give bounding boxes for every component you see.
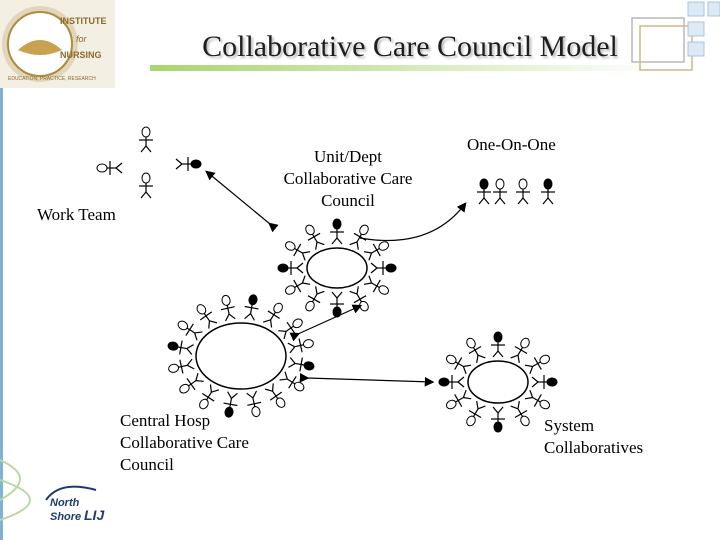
unit-council-label-line: Unit/Dept	[314, 147, 382, 166]
person-icon	[166, 337, 195, 358]
system-collaboratives-label: System Collaboratives	[544, 415, 643, 459]
person-icon	[523, 387, 554, 414]
person-icon	[515, 178, 531, 205]
svg-text:INSTITUTE: INSTITUTE	[60, 16, 107, 26]
person-icon	[300, 284, 327, 315]
person-icon	[508, 399, 535, 430]
person-icon	[174, 316, 205, 343]
work-team-to-unit-arrow	[205, 170, 279, 233]
person-icon	[217, 293, 238, 323]
system-collaboratives-label-line: System	[544, 416, 595, 435]
person-icon	[277, 260, 304, 276]
person-icon	[347, 221, 374, 252]
person-icon	[461, 334, 488, 365]
person-icon	[242, 293, 262, 322]
work-team-group	[96, 126, 202, 199]
person-icon	[260, 299, 288, 330]
one-on-one-label: One-On-One	[467, 135, 556, 154]
svg-text:North: North	[50, 497, 80, 509]
system-council-ring	[438, 331, 558, 433]
person-icon	[175, 156, 202, 172]
svg-text:NURSING: NURSING	[60, 50, 102, 60]
slide-title: Collaborative Care Council Model	[202, 30, 618, 63]
person-icon	[531, 374, 558, 390]
left-decorative-stripe	[0, 0, 31, 540]
person-icon	[166, 356, 196, 377]
north-shore-lij-logo: North Shore LIJ	[45, 485, 105, 523]
lamp-icon	[18, 40, 62, 55]
person-icon	[96, 160, 123, 176]
person-icon	[194, 382, 222, 413]
svg-text:LIJ: LIJ	[84, 507, 105, 523]
unit-council-label-line: Council	[321, 191, 375, 210]
person-icon	[300, 221, 327, 252]
svg-text:Shore: Shore	[50, 511, 81, 523]
one-on-one-group	[476, 178, 556, 205]
person-icon	[442, 350, 473, 377]
svg-text:for: for	[76, 34, 88, 44]
person-icon	[281, 236, 312, 263]
person-icon	[362, 273, 393, 300]
system-collaboratives-label-line: Collaboratives	[544, 438, 644, 457]
central-council-label-line: Collaborative Care	[120, 433, 249, 452]
central-to-unit-arrow	[289, 304, 363, 342]
person-icon	[370, 260, 397, 276]
central-council-label: Central Hosp Collaborative Care Council	[120, 410, 249, 476]
person-icon	[492, 178, 508, 205]
person-icon	[461, 399, 488, 430]
person-icon	[523, 350, 554, 377]
unit-to-one-on-one-arrow	[359, 202, 467, 241]
work-team-label: Work Team	[37, 205, 116, 224]
person-icon	[277, 369, 308, 396]
institute-for-nursing-logo: INSTITUTE for NURSING EDUCATION, PRACTIC…	[0, 0, 115, 88]
unit-council-label: Unit/Dept Collaborative Care Council	[260, 146, 436, 212]
person-icon	[329, 218, 345, 245]
central-council-label-line: Central Hosp	[120, 411, 211, 430]
person-icon	[281, 273, 312, 300]
unit-council-ring	[277, 218, 397, 318]
person-icon	[286, 335, 316, 356]
central-to-system-arrow	[299, 372, 435, 387]
person-icon	[192, 300, 220, 331]
person-icon	[276, 314, 307, 342]
decorative-squares	[631, 1, 720, 71]
central-council-ring	[166, 293, 316, 419]
person-icon	[442, 387, 473, 414]
title-underline	[150, 65, 665, 71]
person-icon	[490, 406, 506, 433]
person-icon	[438, 374, 465, 390]
person-icon	[362, 236, 393, 263]
person-icon	[329, 291, 345, 318]
person-icon	[138, 172, 154, 199]
unit-council-label-line: Collaborative Care	[283, 169, 413, 188]
person-icon	[476, 178, 492, 205]
person-icon	[508, 334, 535, 365]
person-icon	[540, 178, 556, 205]
central-council-label-line: Council	[120, 455, 174, 474]
svg-text:EDUCATION, PRACTICE, RESEARCH: EDUCATION, PRACTICE, RESEARCH	[8, 76, 96, 82]
person-icon	[175, 370, 206, 398]
person-icon	[490, 331, 506, 358]
person-icon	[287, 354, 316, 375]
person-icon	[262, 381, 290, 412]
person-icon	[138, 126, 154, 153]
